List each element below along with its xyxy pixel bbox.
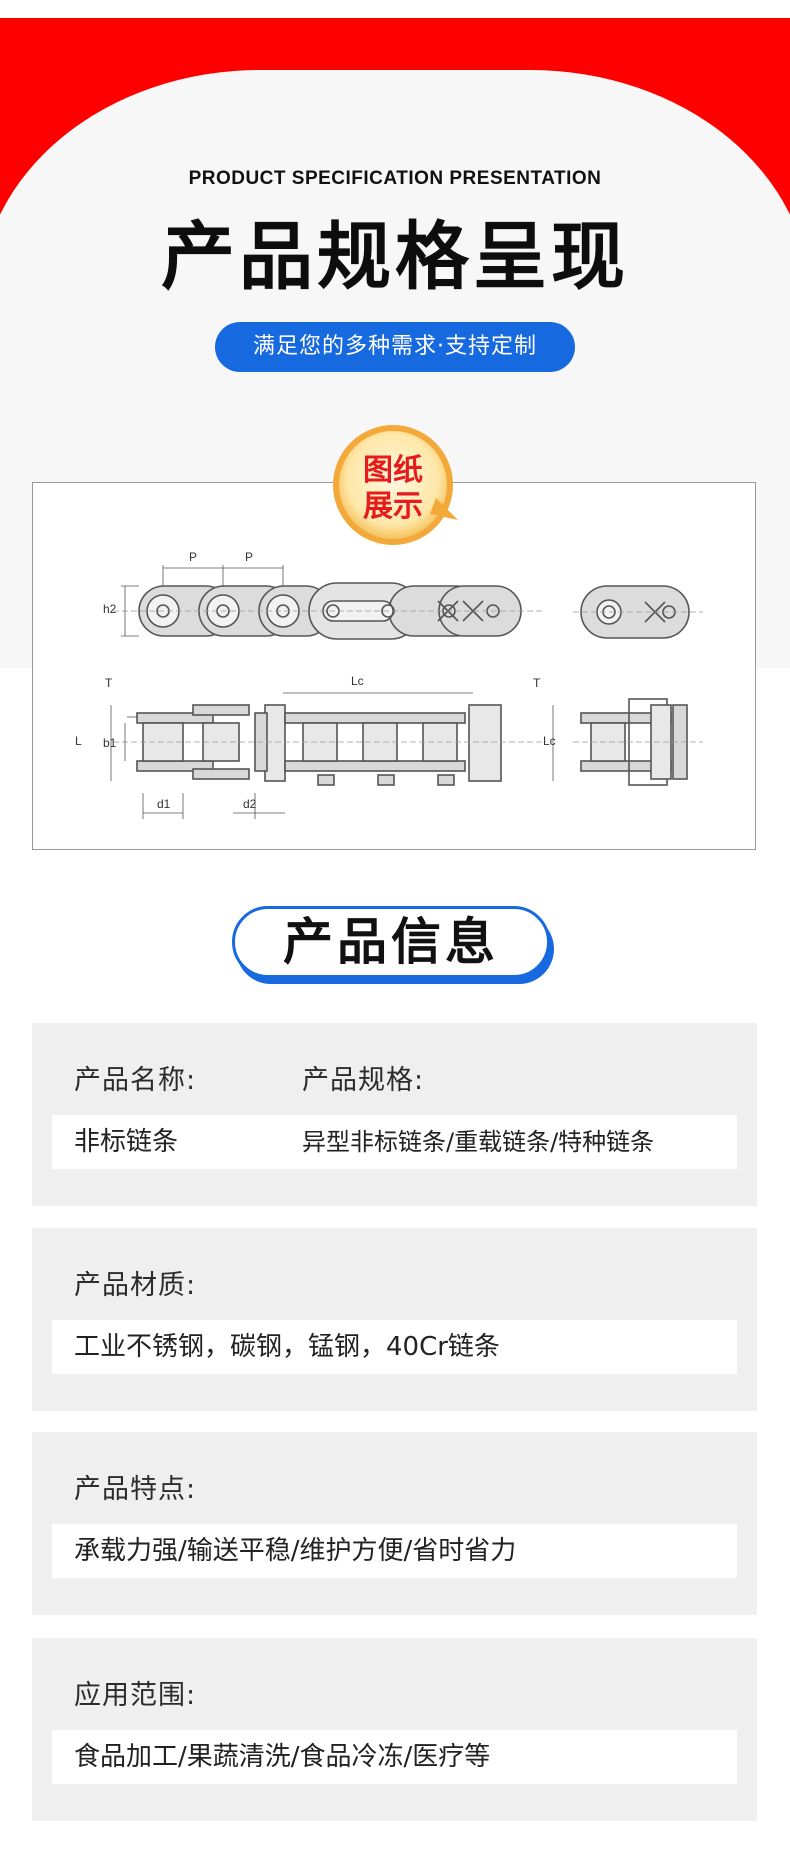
product-name-value: 非标链条 [74,1127,179,1157]
dim-d1-label: d1 [157,797,171,811]
info-card-name-spec: 产品名称: 产品规格: 非标链条 异型非标链条/重载链条/特种链条 [32,1023,757,1206]
customization-pill: 满足您的多种需求·支持定制 [215,322,575,372]
dim-l-label: L [75,734,82,748]
header-eyebrow: PRODUCT SPECIFICATION PRESENTATION [188,168,602,189]
product-spec-value: 异型非标链条/重载链条/特种链条 [302,1128,655,1156]
chain-drawing-panel: P P h2 T Lc T L b1 Lc d1 d2 [32,482,756,850]
dim-pitch-label: P [189,550,197,564]
dim-pitch-label-2: P [245,550,253,564]
product-spec-label: 产品规格: [302,1065,425,1096]
features-value: 承载力强/输送平稳/维护方便/省时省力 [74,1536,517,1566]
chain-technical-drawing: P P h2 T Lc T L b1 Lc d1 d2 [75,550,703,819]
info-card-features: 产品特点: 承载力强/输送平稳/维护方便/省时省力 [32,1432,757,1615]
info-card-application: 应用范围: 食品加工/果蔬清洗/食品冷冻/医疗等 [32,1638,757,1821]
product-name-label: 产品名称: [74,1065,197,1096]
badge-line2: 展示 [363,489,423,524]
badge-line1: 图纸 [363,453,423,488]
dim-h2-label: h2 [103,602,117,616]
chain-side-view [113,565,703,640]
features-label: 产品特点: [74,1474,197,1505]
dim-d2-label: d2 [243,797,257,811]
dimension-labels: P P h2 T Lc T L b1 Lc d1 d2 [75,550,556,811]
dim-t-left-label: T [105,676,113,690]
badge-graphic: 图纸 展示 [333,425,458,545]
chain-top-view [110,692,703,819]
dim-lc-right-label: Lc [543,734,556,748]
product-info-title: 产品信息 [232,906,550,978]
dim-lc-top-label: Lc [351,674,364,688]
application-label: 应用范围: [74,1680,197,1711]
material-value: 工业不锈钢，碳钢，锰钢，40Cr链条 [74,1332,500,1362]
application-value: 食品加工/果蔬清洗/食品冷冻/医疗等 [74,1742,491,1772]
value-bar: 工业不锈钢，碳钢，锰钢，40Cr链条 [52,1320,737,1374]
value-bar: 食品加工/果蔬清洗/食品冷冻/医疗等 [52,1730,737,1784]
value-bar: 承载力强/输送平稳/维护方便/省时省力 [52,1524,737,1578]
dim-b1-label: b1 [103,736,117,750]
dim-t-right-label: T [533,676,541,690]
material-label: 产品材质: [74,1270,197,1301]
page-title: 产品规格呈现 [161,214,629,300]
product-info-heading: 产品信息 [232,906,558,986]
drawing-badge: 图纸 展示 [326,418,460,552]
value-bar: 非标链条 异型非标链条/重载链条/特种链条 [52,1115,737,1169]
info-card-material: 产品材质: 工业不锈钢，碳钢，锰钢，40Cr链条 [32,1228,757,1411]
